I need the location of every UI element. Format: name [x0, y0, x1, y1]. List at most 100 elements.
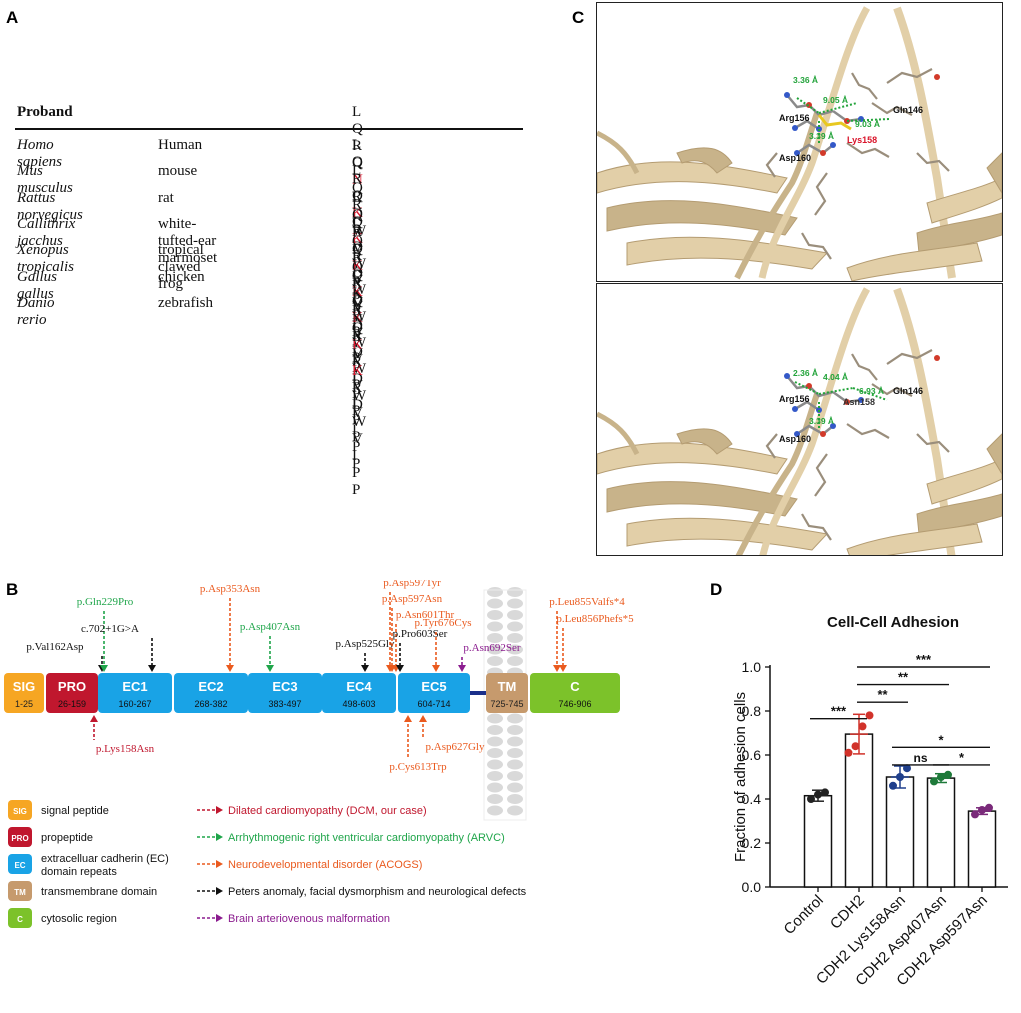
residue: Q: [352, 180, 363, 197]
nitrogen-atom: [858, 397, 864, 403]
distance-label: 3.39 Å: [809, 131, 834, 141]
residue: I: [352, 447, 357, 464]
beta-strand: [626, 517, 828, 551]
residue: Q: [352, 214, 363, 231]
residue: P: [352, 376, 361, 393]
residue: P: [352, 481, 361, 498]
membrane-bead: [487, 771, 503, 781]
residue: Q: [352, 319, 363, 336]
legend-disease-label: Arrhythmogenic right ventricular cardiom…: [228, 832, 505, 844]
data-point: [978, 806, 986, 814]
sequence: LQRQKRDWVIPP: [352, 190, 366, 394]
residue: D: [352, 239, 363, 255]
bar: [967, 810, 997, 888]
domain-label: TM: [498, 679, 517, 694]
residue: I: [352, 395, 357, 412]
distance-label: 3.39 Å: [809, 416, 834, 426]
side-chain: [851, 72, 878, 100]
distance-label: 6.93 Å: [859, 386, 884, 396]
membrane-bead: [507, 598, 523, 609]
residue: D: [352, 291, 363, 308]
residue: L: [352, 137, 362, 153]
arrow-head: [419, 715, 427, 722]
domain-ec2: [174, 673, 248, 713]
loop-strand: [597, 130, 640, 175]
arrow-head: [404, 715, 412, 722]
residue: P: [352, 402, 361, 419]
oxygen-atom: [844, 399, 850, 405]
beta-strand: [676, 428, 733, 455]
membrane-bead: [507, 736, 523, 747]
arrow-head: [216, 806, 223, 814]
common-name: Human: [158, 137, 203, 153]
domain-range: 746-906: [558, 699, 591, 709]
panel-a-alignment: A ProbandLQRQNRDWVIPPHomo sapiensHumanLQ…: [0, 0, 560, 498]
arrow-head: [216, 914, 223, 922]
legend-disease-label: Peters anomaly, facial dysmorphism and n…: [228, 886, 527, 898]
domain-ec3: [248, 673, 322, 713]
residue-label-arg156: Arg156: [779, 113, 810, 123]
variant-label: p.Lys158Asn: [96, 743, 155, 755]
legend-disease-label: Neurodevelopmental disorder (ACOGS): [228, 859, 422, 871]
data-point: [858, 722, 867, 731]
membrane-bead: [507, 725, 523, 735]
residue: Q: [352, 154, 363, 170]
residue-label-arg156: Arg156: [779, 394, 810, 404]
domain-tm: [486, 673, 528, 713]
species-name: Xenopus tropicalis: [17, 242, 74, 276]
variant-label: c.702+1G>A: [81, 623, 139, 635]
y-tick-label: 0.2: [742, 835, 762, 851]
significance-label: *: [959, 750, 965, 765]
residue: W: [352, 223, 367, 239]
domain-label: EC4: [346, 679, 372, 694]
domain-ec4: [322, 673, 396, 713]
common-name: rat: [158, 189, 174, 206]
beta-strand: [597, 161, 788, 194]
mutant-residue-label: Lys158: [847, 135, 877, 145]
residue: W: [352, 361, 367, 378]
residue: P: [352, 274, 361, 290]
loop-strand: [735, 393, 820, 555]
beta-strand: [626, 236, 828, 270]
residue: V: [352, 273, 363, 289]
sequence: LQRQKRDWVIPP: [352, 216, 366, 420]
membrane-bead: [487, 610, 503, 620]
residue: R: [352, 328, 363, 345]
side-chain: [846, 423, 890, 439]
residue: I: [352, 290, 357, 306]
variant-label: p.Asp597Asn: [382, 593, 443, 605]
y-tick-label: 0.8: [742, 703, 762, 719]
residue: W: [352, 282, 367, 299]
data-point: [851, 742, 860, 751]
data-point: [930, 777, 938, 786]
residue: R: [352, 276, 363, 293]
membrane-bead: [507, 782, 523, 793]
membrane-bead: [507, 633, 523, 643]
variant-label: p.Asp525Gly: [336, 638, 395, 650]
arrow-head: [432, 665, 440, 672]
significance-label: **: [898, 670, 909, 685]
residue: R: [352, 274, 363, 291]
residue: R: [352, 222, 363, 238]
residue-highlight: K: [352, 283, 363, 300]
chart-title: Cell-Cell Adhesion: [827, 614, 959, 631]
species-name: Danio rerio: [17, 294, 55, 328]
residue: R: [352, 248, 363, 265]
domain-range: 268-382: [194, 699, 227, 709]
residue: D: [352, 396, 363, 413]
legend-domain-label-2: domain repeats: [41, 866, 117, 878]
data-point: [889, 781, 897, 790]
loop-strand: [758, 6, 871, 279]
residue: R: [352, 327, 363, 344]
oxygen-atom: [934, 74, 940, 80]
distance-label: 3.36 Å: [793, 75, 818, 85]
variant-label: p.Gln229Pro: [77, 596, 134, 608]
residue-stick: [794, 119, 820, 131]
residue-stick: [796, 424, 834, 436]
variant-label: p.Leu856Phefs*5: [556, 613, 634, 625]
legend-swatch: [8, 854, 32, 874]
domain-label: EC5: [421, 679, 446, 694]
residue-highlight: K: [352, 231, 363, 248]
common-name: zebrafish: [158, 294, 213, 311]
